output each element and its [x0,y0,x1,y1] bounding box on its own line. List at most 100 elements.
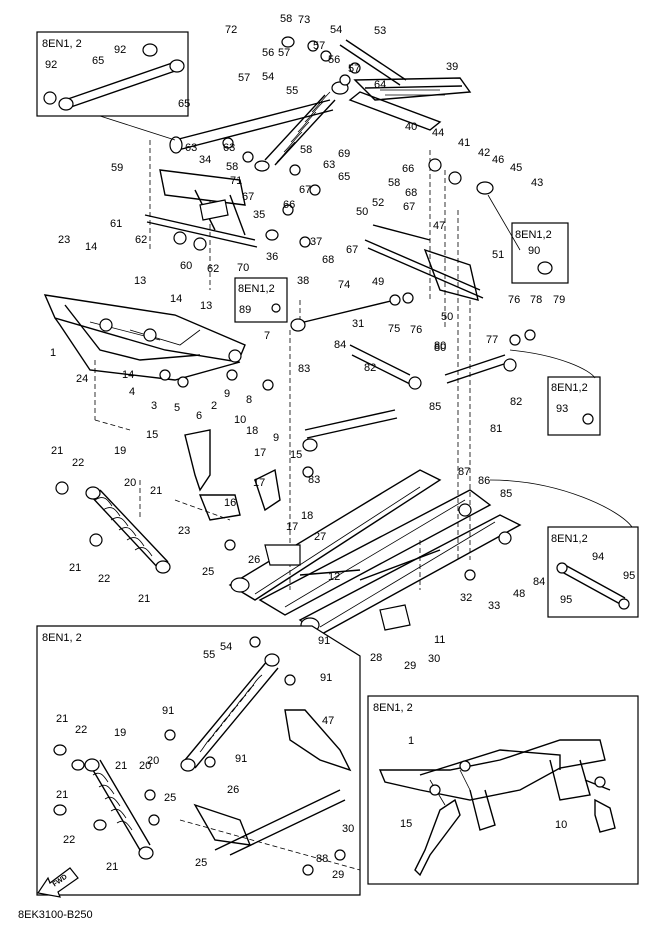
callout-35: 35 [253,209,265,221]
callout-58: 58 [388,177,400,189]
callout-68: 68 [322,254,334,266]
callout-63: 63 [185,142,197,154]
callout-82: 82 [364,362,376,374]
callout-91: 91 [318,635,330,647]
callout-51: 51 [492,249,504,261]
callout-63: 63 [223,142,235,154]
callout-79: 79 [553,294,565,306]
callout-54: 54 [220,641,232,653]
callout-80: 80 [434,342,446,354]
callout-95: 95 [623,570,635,582]
callout-85: 85 [500,488,512,500]
callout-46: 46 [492,154,504,166]
callout-57: 57 [313,40,325,52]
callout-30: 30 [342,823,354,835]
callout-26: 26 [248,554,260,566]
callout-77: 77 [486,334,498,346]
callout-48: 48 [513,588,525,600]
inset-title: 8EN1,2 [551,533,588,545]
callout-1: 1 [50,347,56,359]
callout-66: 66 [402,163,414,175]
callout-67: 67 [299,184,311,196]
callout-6: 6 [196,410,202,422]
callout-21: 21 [115,760,127,772]
callout-52: 52 [372,197,384,209]
callout-17: 17 [253,477,265,489]
callout-25: 25 [164,792,176,804]
callout-26: 26 [227,784,239,796]
main-assembly [43,36,536,636]
callout-21: 21 [138,593,150,605]
callout-14: 14 [122,369,134,381]
callout-58: 58 [226,161,238,173]
callout-84: 84 [533,576,545,588]
callout-3: 3 [151,400,157,412]
callout-75: 75 [388,323,400,335]
callout-13: 13 [134,275,146,287]
callout-87: 87 [458,466,470,478]
inset-top-left: 8EN1, 2 [36,31,189,141]
callout-62: 62 [135,234,147,246]
front-shock [85,486,171,574]
callout-53: 53 [374,25,386,37]
callout-65: 65 [338,171,350,183]
inset-title: 8EN1,2 [551,382,588,394]
callout-47: 47 [433,220,445,232]
callout-11: 11 [434,634,445,646]
callout-74: 74 [338,279,350,291]
callout-90: 90 [528,245,540,257]
callout-66: 66 [283,199,295,211]
callout-38: 38 [297,275,309,287]
inset-title: 8EN1, 2 [42,38,82,50]
callout-58: 58 [300,144,312,156]
callout-54: 54 [262,71,274,83]
callout-5: 5 [174,402,180,414]
callout-1: 1 [408,735,414,747]
inset-title: 8EN1, 2 [42,632,82,644]
callout-60: 60 [180,260,192,272]
callout-86: 86 [478,475,490,487]
callout-29: 29 [404,660,416,672]
callout-22: 22 [98,573,110,585]
callout-21: 21 [51,445,63,457]
callout-55: 55 [286,85,298,97]
callout-31: 31 [352,318,364,330]
inset-title: 8EN1,2 [238,283,275,295]
callout-20: 20 [147,755,159,767]
callout-92: 92 [114,44,126,56]
callout-78: 78 [530,294,542,306]
callout-17: 17 [286,521,298,533]
callout-92: 92 [45,59,57,71]
callout-39: 39 [446,61,458,73]
callout-47: 47 [322,715,334,727]
callout-12: 12 [328,571,340,583]
callout-88: 88 [316,853,328,865]
callout-21: 21 [56,713,68,725]
callout-44: 44 [432,127,444,139]
callout-76: 76 [508,294,520,306]
callout-64: 64 [374,79,386,91]
callout-27: 27 [314,531,326,543]
diagram-code: 8EK3100-B250 [18,909,93,921]
callout-91: 91 [162,705,174,717]
callout-32: 32 [460,592,472,604]
callout-70: 70 [237,262,249,274]
callout-8: 8 [246,394,252,406]
callout-67: 67 [242,191,254,203]
inset-title: 8EN1, 2 [373,702,413,714]
callout-10: 10 [234,414,246,426]
callout-57: 57 [348,63,360,75]
callout-23: 23 [58,234,70,246]
callout-62: 62 [207,263,219,275]
callout-22: 22 [72,457,84,469]
callout-9: 9 [273,432,279,444]
callout-50: 50 [441,311,453,323]
callout-81: 81 [490,423,502,435]
callout-25: 25 [195,857,207,869]
callout-80: 80 [434,340,446,352]
callout-83: 83 [308,474,320,486]
callout-25: 25 [202,566,214,578]
inset-89: 8EN1,2 [234,277,288,323]
